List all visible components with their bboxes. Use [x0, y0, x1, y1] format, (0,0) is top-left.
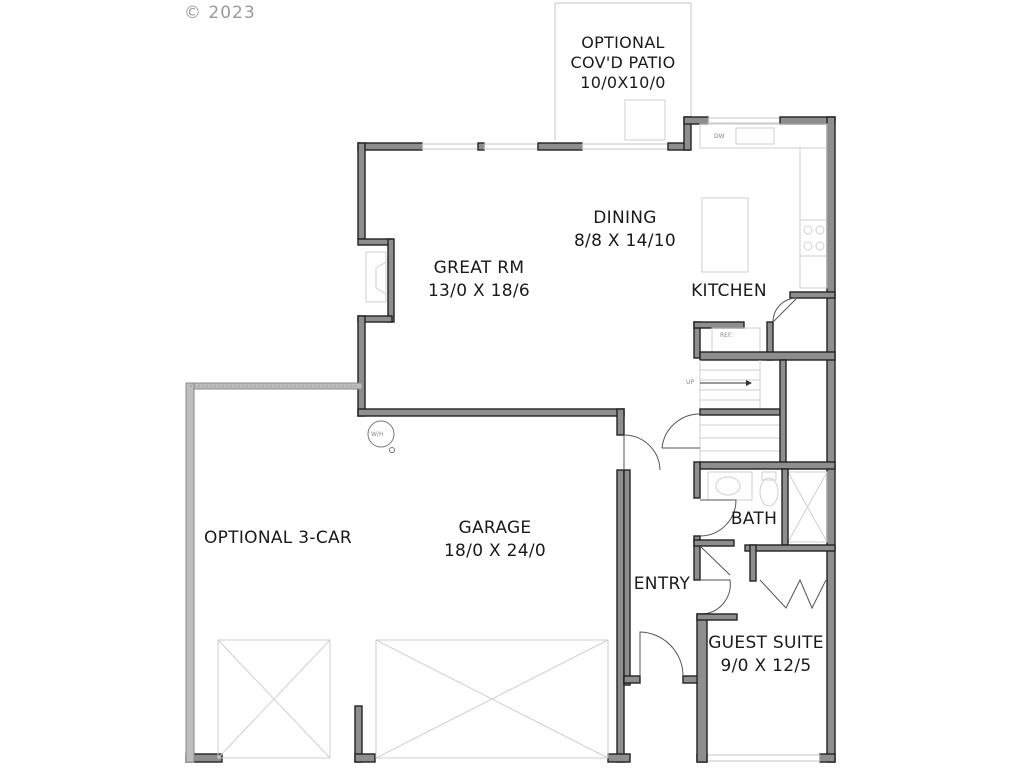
optional-3car-name: OPTIONAL 3-CAR	[203, 528, 353, 548]
garage-dims: 18/0 X 24/0	[443, 541, 547, 561]
room-label-kitchen: KITCHEN	[684, 280, 774, 303]
room-label-great-rm: GREAT RM 13/0 X 18/6	[404, 257, 554, 303]
guest-suite-dims: 9/0 X 12/5	[720, 656, 812, 676]
dining-name: DINING	[593, 208, 657, 228]
dining-dims: 8/8 X 14/10	[573, 231, 677, 251]
room-label-dining: DINING 8/8 X 14/10	[550, 207, 700, 253]
garage-name: GARAGE	[458, 518, 532, 538]
patio-line1: OPTIONAL	[581, 33, 665, 52]
optional-bay-outline	[185, 382, 363, 763]
bath-fixtures	[693, 461, 836, 581]
kitchen-fixtures	[693, 123, 836, 361]
room-label-patio: OPTIONAL COV'D PATIO 10/0X10/0	[556, 33, 690, 93]
copyright-label: © 2023	[184, 3, 256, 23]
room-label-guest-suite: GUEST SUITE 9/0 X 12/5	[702, 632, 830, 678]
doors	[623, 413, 701, 677]
exterior-walls	[185, 116, 836, 763]
room-label-bath: BATH	[722, 508, 786, 531]
wh-label: W/H	[371, 431, 384, 438]
ref-label: REF.	[720, 332, 733, 339]
great-rm-dims: 13/0 X 18/6	[427, 281, 531, 301]
kitchen-name: KITCHEN	[691, 281, 767, 301]
room-label-entry: ENTRY	[628, 573, 696, 596]
patio-line3: 10/0X10/0	[580, 73, 666, 92]
great-rm-name: GREAT RM	[433, 258, 525, 278]
guest-suite-name: GUEST SUITE	[708, 633, 824, 653]
dw-label: DW	[714, 133, 725, 140]
room-label-optional-3car: OPTIONAL 3-CAR	[196, 527, 360, 550]
bath-name: BATH	[730, 509, 778, 529]
room-label-garage: GARAGE 18/0 X 24/0	[420, 517, 570, 563]
stairs	[699, 359, 787, 470]
patio-outline	[554, 2, 692, 141]
fireplace	[365, 251, 387, 303]
water-heater	[367, 420, 395, 453]
guest-suite-walls	[696, 544, 827, 763]
patio-line2: COV'D PATIO	[570, 53, 676, 72]
up-label: UP	[686, 379, 695, 386]
garage-doors	[217, 639, 609, 759]
entry-name: ENTRY	[633, 574, 691, 594]
